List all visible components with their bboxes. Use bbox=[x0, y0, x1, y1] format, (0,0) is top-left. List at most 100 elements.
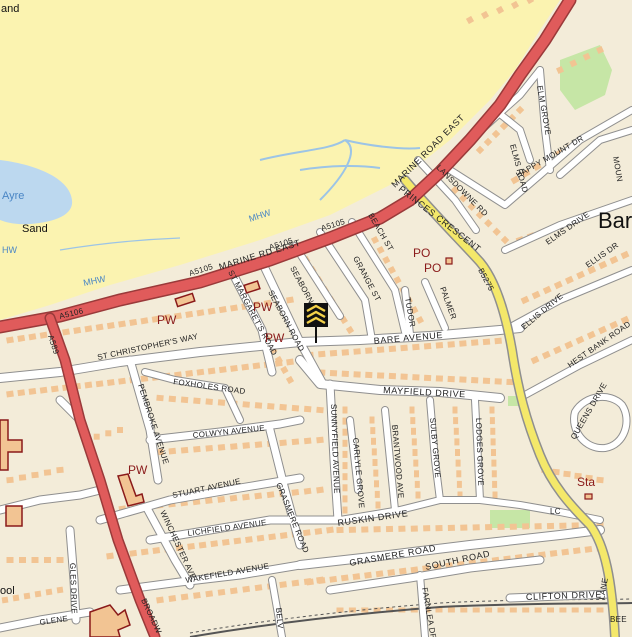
building bbox=[414, 480, 420, 488]
building bbox=[376, 346, 385, 353]
sta-building bbox=[584, 493, 593, 500]
building bbox=[410, 525, 418, 532]
building bbox=[266, 491, 275, 499]
building bbox=[596, 607, 604, 613]
building bbox=[44, 557, 51, 563]
building bbox=[497, 607, 505, 613]
building bbox=[129, 318, 138, 326]
a589-road[interactable] bbox=[46, 314, 159, 637]
poi-label-po-1: PO bbox=[413, 246, 430, 260]
road-sunnyfield[interactable] bbox=[326, 380, 342, 524]
road-tudor[interactable] bbox=[402, 287, 413, 337]
building bbox=[492, 491, 498, 499]
road-happy-mount[interactable] bbox=[557, 127, 632, 178]
b5275-road-fill bbox=[401, 176, 619, 637]
road-seaborn-road[interactable] bbox=[258, 258, 326, 386]
road-carlyle[interactable] bbox=[347, 417, 361, 493]
road-label-sunnyfield-avenue: SUNNYFIELD AVENUE bbox=[329, 404, 341, 494]
road-loop-right[interactable] bbox=[337, 497, 603, 523]
road-wakefield[interactable] bbox=[116, 561, 304, 594]
road-elms-road-2[interactable] bbox=[447, 107, 632, 208]
road-farnlea[interactable] bbox=[417, 572, 428, 637]
road-brantwood[interactable] bbox=[382, 407, 398, 513]
road-lodges[interactable] bbox=[472, 397, 483, 503]
building bbox=[140, 548, 149, 556]
building bbox=[316, 436, 324, 444]
building bbox=[306, 578, 314, 586]
building bbox=[129, 549, 138, 557]
road-ellis-drive[interactable] bbox=[502, 267, 632, 333]
building bbox=[256, 534, 265, 542]
road-grange-st[interactable] bbox=[317, 229, 375, 343]
building bbox=[495, 5, 505, 15]
road-palmer[interactable] bbox=[422, 279, 448, 331]
road-stuart[interactable] bbox=[96, 474, 304, 524]
road-elms-drive[interactable] bbox=[502, 197, 632, 253]
road-grasmere-v[interactable] bbox=[266, 426, 304, 549]
building bbox=[411, 438, 417, 446]
building bbox=[340, 574, 349, 582]
building bbox=[245, 536, 253, 544]
building bbox=[497, 523, 505, 531]
road-winchester[interactable] bbox=[144, 506, 194, 589]
building bbox=[156, 394, 164, 402]
building bbox=[348, 526, 357, 533]
road-queens-loop[interactable] bbox=[571, 394, 630, 452]
building bbox=[117, 427, 123, 433]
road-n-link[interactable] bbox=[492, 107, 533, 163]
poi-label-sta: Sta bbox=[577, 475, 595, 489]
building bbox=[413, 459, 419, 467]
road-gles-drive[interactable] bbox=[66, 526, 80, 624]
location-pin-icon[interactable] bbox=[304, 303, 328, 343]
building bbox=[373, 526, 381, 533]
road-hest-bank[interactable] bbox=[522, 337, 632, 398]
road-south-road[interactable] bbox=[326, 556, 544, 594]
building bbox=[279, 403, 287, 411]
building bbox=[485, 607, 493, 613]
poi-label-pw-1: PW bbox=[157, 313, 177, 327]
road-grasmere-h[interactable] bbox=[296, 526, 604, 569]
road-clifton[interactable] bbox=[506, 590, 614, 602]
building bbox=[483, 137, 493, 147]
a5105-marine-road[interactable] bbox=[0, 0, 575, 332]
road-st-margarets-road[interactable] bbox=[228, 268, 276, 376]
building bbox=[6, 336, 14, 344]
building bbox=[28, 387, 37, 395]
road-glene[interactable] bbox=[0, 608, 94, 632]
building bbox=[43, 469, 52, 476]
road-elm-grove[interactable] bbox=[537, 67, 553, 173]
road-colwyn[interactable] bbox=[146, 416, 304, 444]
building bbox=[415, 315, 425, 325]
building bbox=[34, 590, 42, 598]
building bbox=[105, 430, 112, 437]
building bbox=[84, 381, 93, 389]
building bbox=[285, 375, 295, 385]
building bbox=[422, 564, 430, 572]
building bbox=[180, 446, 189, 454]
building bbox=[460, 607, 468, 613]
building bbox=[286, 296, 294, 304]
building bbox=[534, 523, 542, 530]
building bbox=[18, 474, 27, 481]
building bbox=[435, 524, 443, 532]
pw-building-2 bbox=[243, 280, 261, 294]
road-pembroke[interactable] bbox=[126, 356, 162, 484]
road-mayfield-drive[interactable] bbox=[296, 356, 504, 402]
building bbox=[571, 607, 579, 613]
building bbox=[561, 548, 570, 556]
building bbox=[586, 330, 596, 340]
building bbox=[423, 525, 431, 532]
road-belv[interactable] bbox=[269, 577, 285, 637]
building bbox=[230, 364, 238, 372]
road-lichfield[interactable] bbox=[146, 516, 344, 544]
building bbox=[168, 595, 177, 602]
minor-roads bbox=[0, 67, 632, 637]
road-west-link[interactable] bbox=[0, 486, 104, 514]
road-sulby[interactable] bbox=[427, 397, 443, 503]
road-foxholes[interactable] bbox=[142, 369, 243, 423]
road-beach-st[interactable] bbox=[349, 219, 408, 335]
building bbox=[118, 320, 126, 328]
road-road-a[interactable] bbox=[292, 243, 343, 319]
